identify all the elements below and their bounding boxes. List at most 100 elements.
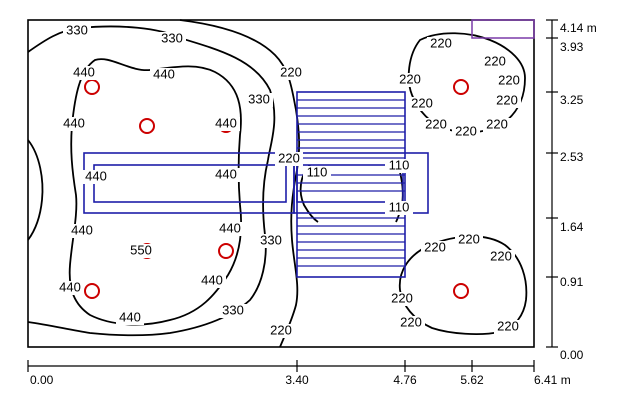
svg-text:330: 330: [260, 232, 282, 247]
contour-label: 440: [216, 220, 244, 236]
svg-text:110: 110: [389, 199, 410, 214]
svg-text:440: 440: [73, 64, 95, 79]
contour-label: 550: [127, 242, 155, 258]
luminaire: [139, 118, 155, 134]
contour-label: 330: [63, 22, 91, 38]
svg-text:220: 220: [400, 314, 422, 329]
contour-label: 440: [56, 279, 84, 295]
contour-label: 220: [495, 72, 523, 88]
contour-330-upper: [27, 25, 276, 161]
x-tick-label: 0.00: [30, 373, 54, 387]
svg-text:110: 110: [307, 164, 328, 179]
svg-text:440: 440: [215, 166, 237, 181]
svg-text:220: 220: [430, 35, 452, 50]
svg-text:220: 220: [399, 71, 421, 86]
contour-label: 440: [60, 115, 88, 131]
svg-text:220: 220: [424, 239, 446, 254]
svg-text:220: 220: [278, 150, 300, 165]
svg-text:440: 440: [201, 272, 223, 287]
contour-label: 440: [68, 222, 96, 238]
contour-label: 220: [487, 248, 515, 264]
luminaire: [453, 79, 469, 95]
svg-text:220: 220: [490, 248, 512, 263]
y-tick-label: 3.25: [560, 93, 584, 107]
contour-label: 220: [452, 123, 480, 139]
window-center-overlap: [293, 152, 429, 214]
x-axis: [27, 360, 535, 372]
contour-label: 220: [427, 35, 455, 51]
svg-text:440: 440: [153, 66, 175, 81]
contour-label: 220: [277, 64, 305, 80]
contour-labels: 330 330 440 440 220 440 330 440 440 220 …: [56, 22, 523, 338]
contour-label: 220: [408, 95, 436, 111]
contour-220-left-edge: [27, 139, 44, 241]
svg-text:220: 220: [498, 72, 520, 87]
svg-text:550: 550: [130, 242, 152, 257]
contour-label: 220: [421, 239, 449, 255]
svg-text:220: 220: [425, 116, 447, 131]
contour-label: 220: [481, 53, 509, 69]
svg-text:110: 110: [389, 157, 410, 172]
contour-label: 440: [198, 272, 226, 288]
svg-text:330: 330: [248, 91, 270, 106]
svg-text:440: 440: [63, 115, 85, 130]
svg-text:440: 440: [215, 115, 237, 130]
svg-text:440: 440: [219, 220, 241, 235]
y-tick-label: 1.64: [560, 220, 584, 234]
contour-label: 440: [116, 309, 144, 325]
contour-label: 220: [483, 116, 511, 132]
luminaires: [84, 79, 469, 299]
x-tick-label: 6.41 m: [534, 373, 571, 387]
contour-label: 440: [82, 168, 110, 184]
svg-text:330: 330: [161, 30, 183, 45]
contour-label: 440: [212, 115, 240, 131]
x-tick-label: 3.40: [285, 373, 309, 387]
contour-label: 440: [150, 66, 178, 82]
contour-label: 220: [397, 314, 425, 330]
contour-label: 220: [396, 71, 424, 87]
y-tick-label: 3.93: [560, 40, 584, 54]
svg-text:330: 330: [222, 302, 244, 317]
contour-label: 220: [388, 290, 416, 306]
svg-text:220: 220: [391, 290, 413, 305]
luminaire: [453, 283, 469, 299]
y-tick-label: 4.14 m: [560, 21, 597, 35]
window-center-hatching: [297, 99, 405, 267]
contour-label: 330: [257, 232, 285, 248]
contour-label: 220: [275, 150, 303, 166]
contour-label: 330: [245, 91, 273, 107]
luminaire: [84, 79, 100, 95]
contour-label: 110: [385, 199, 413, 215]
contour-label: 440: [70, 64, 98, 80]
contour-label: 220: [494, 318, 522, 334]
svg-text:220: 220: [280, 64, 302, 79]
contour-label: 330: [158, 30, 186, 46]
luminaire: [84, 283, 100, 299]
svg-text:440: 440: [119, 309, 141, 324]
x-tick-label: 4.76: [393, 373, 417, 387]
svg-text:220: 220: [455, 123, 477, 138]
contour-label: 220: [455, 231, 483, 247]
contour-label: 220: [267, 322, 295, 338]
contour-330-middle: [27, 159, 269, 337]
contour-label: 220: [422, 116, 450, 132]
x-tick-label: 5.62: [460, 373, 484, 387]
corner-marker: [471, 19, 535, 39]
svg-text:440: 440: [85, 168, 107, 183]
svg-text:220: 220: [270, 322, 292, 337]
svg-text:330: 330: [66, 22, 88, 37]
contour-label: 110: [385, 157, 413, 173]
svg-text:220: 220: [486, 116, 508, 131]
y-tick-label: 0.91: [560, 275, 584, 289]
y-tick-label: 0.00: [560, 348, 584, 362]
svg-text:220: 220: [496, 92, 518, 107]
contour-label: 110: [303, 164, 331, 180]
svg-text:220: 220: [497, 318, 519, 333]
room-outline: [27, 19, 535, 348]
window-left-inner: [93, 164, 287, 203]
contour-label: 440: [212, 166, 240, 182]
svg-text:440: 440: [59, 279, 81, 294]
svg-text:220: 220: [411, 95, 433, 110]
